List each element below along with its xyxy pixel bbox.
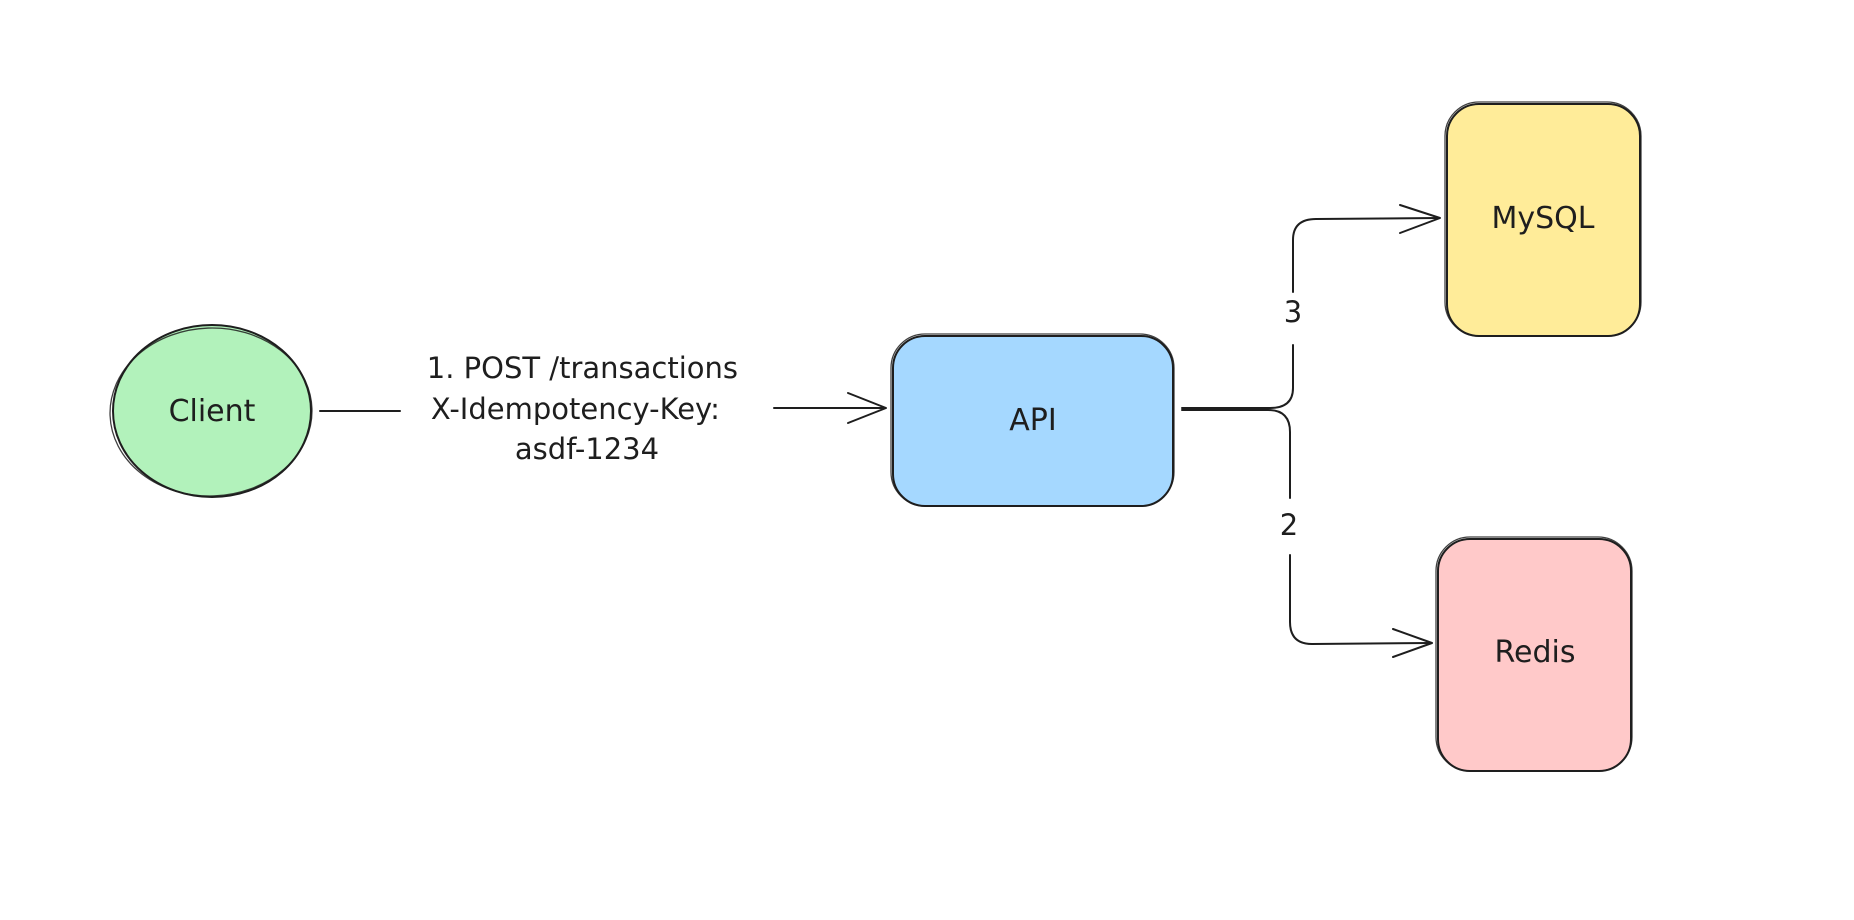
redis-outline-sketch — [1435, 536, 1633, 772]
client-to-api-label-line-1: 1. POST /transactions — [427, 351, 738, 385]
mysql-shape — [1447, 104, 1640, 336]
api-to-mysql-line-upper — [1292, 217, 1439, 293]
client-label: Client — [169, 394, 256, 429]
api-to-mysql-line-lower — [1181, 344, 1294, 409]
client-to-api-label-line-3: asdf-1234 — [515, 432, 659, 466]
client-to-api-label: 1. POST /transactions X-Idempotency-Key:… — [427, 351, 747, 466]
api-to-mysql-edge[interactable]: 3 — [1181, 204, 1441, 409]
client-to-api-label-line-2: X-Idempotency-Key: — [431, 392, 720, 426]
client-to-api-arrowhead — [847, 392, 887, 424]
api-to-redis-line-upper — [1181, 409, 1291, 499]
client-to-api-edge[interactable]: 1. POST /transactions X-Idempotency-Key:… — [319, 351, 887, 466]
api-to-mysql-arrowhead — [1399, 204, 1441, 234]
api-outline-sketch — [890, 333, 1175, 507]
redis-shape — [1438, 539, 1631, 771]
client-shape — [113, 325, 311, 497]
client-outline — [112, 324, 312, 498]
mysql-outline-sketch — [1444, 101, 1642, 337]
mysql-label: MySQL — [1491, 201, 1594, 236]
api-node[interactable]: API — [890, 333, 1175, 507]
mysql-node[interactable]: MySQL — [1444, 101, 1642, 337]
redis-node[interactable]: Redis — [1435, 536, 1633, 772]
api-to-redis-label: 2 — [1280, 508, 1298, 542]
api-to-mysql-label: 3 — [1284, 295, 1302, 329]
client-node[interactable]: Client — [107, 324, 315, 500]
api-label: API — [1009, 403, 1056, 438]
client-outline-sketch — [109, 327, 313, 497]
redis-label: Redis — [1495, 635, 1576, 670]
api-shape — [893, 336, 1173, 506]
api-to-redis-edge[interactable]: 2 — [1181, 409, 1433, 658]
api-to-redis-line-lower — [1289, 554, 1431, 645]
api-to-redis-arrowhead — [1392, 628, 1433, 658]
